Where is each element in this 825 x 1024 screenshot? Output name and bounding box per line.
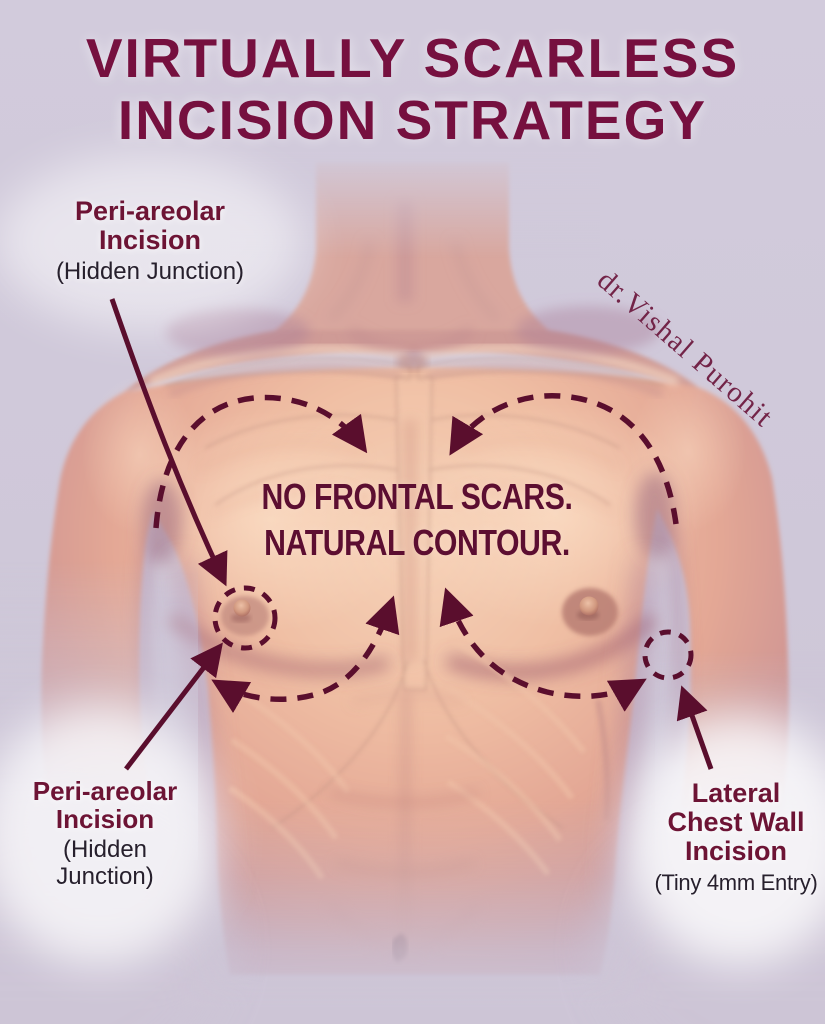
pointer-arrow-top-left xyxy=(109,298,228,587)
callout-lateral-chest-wall: Lateral Chest Wall Incision (Tiny 4mm En… xyxy=(640,779,825,896)
callout-bottom-right-name-line1: Lateral xyxy=(691,778,781,808)
title-line-1: VIRTUALLY SCARLESS xyxy=(85,27,740,89)
pointer-arrow-bottom-left xyxy=(124,642,223,771)
callout-bottom-left-name-line2: Incision xyxy=(55,804,155,834)
page-title: VIRTUALLY SCARLESS INCISION STRATEGY xyxy=(0,27,825,151)
left-nipple xyxy=(221,596,269,636)
callout-peri-areolar-top: Peri-areolar Incision (Hidden Junction) xyxy=(30,196,270,286)
pointer-arrow-bottom-right xyxy=(676,685,714,770)
callout-top-name-line2: Incision xyxy=(98,225,201,255)
right-nipple xyxy=(562,588,618,636)
callout-top-name-line1: Peri-areolar xyxy=(74,196,226,226)
center-note-line1: NO FRONTAL SCARS. xyxy=(261,476,573,517)
dashed-path-lower-left xyxy=(211,595,400,713)
dashed-arc-upper-left xyxy=(153,394,368,529)
body-shading xyxy=(82,200,746,964)
dashed-arc-upper-right xyxy=(449,393,679,525)
label-glow-panels xyxy=(0,154,825,965)
callout-top-detail: (Hidden Junction) xyxy=(55,258,245,285)
lateral-entry-dashed-circle-right xyxy=(642,629,694,681)
center-note: NO FRONTAL SCARS. NATURAL CONTOUR. xyxy=(253,474,581,566)
callout-bottom-right-name-line3: Incision xyxy=(684,836,787,866)
areola-dashed-circle-left xyxy=(212,585,278,651)
callout-bottom-left-detail-line1: (Hidden xyxy=(62,836,148,863)
callout-bottom-right-name-line2: Chest Wall xyxy=(667,807,805,837)
dashed-path-lower-right xyxy=(439,587,647,712)
callout-bottom-left-name-line1: Peri-areolar xyxy=(32,776,178,806)
title-line-2: INCISION STRATEGY xyxy=(117,89,708,151)
center-note-line2: NATURAL CONTOUR. xyxy=(264,522,570,563)
annotation-graphics xyxy=(109,298,714,771)
callout-bottom-right-detail: (Tiny 4mm Entry) xyxy=(654,870,818,895)
callout-peri-areolar-bottom: Peri-areolar Incision (Hidden Junction) xyxy=(5,777,205,890)
callout-bottom-left-detail-line2: Junction) xyxy=(56,863,154,890)
